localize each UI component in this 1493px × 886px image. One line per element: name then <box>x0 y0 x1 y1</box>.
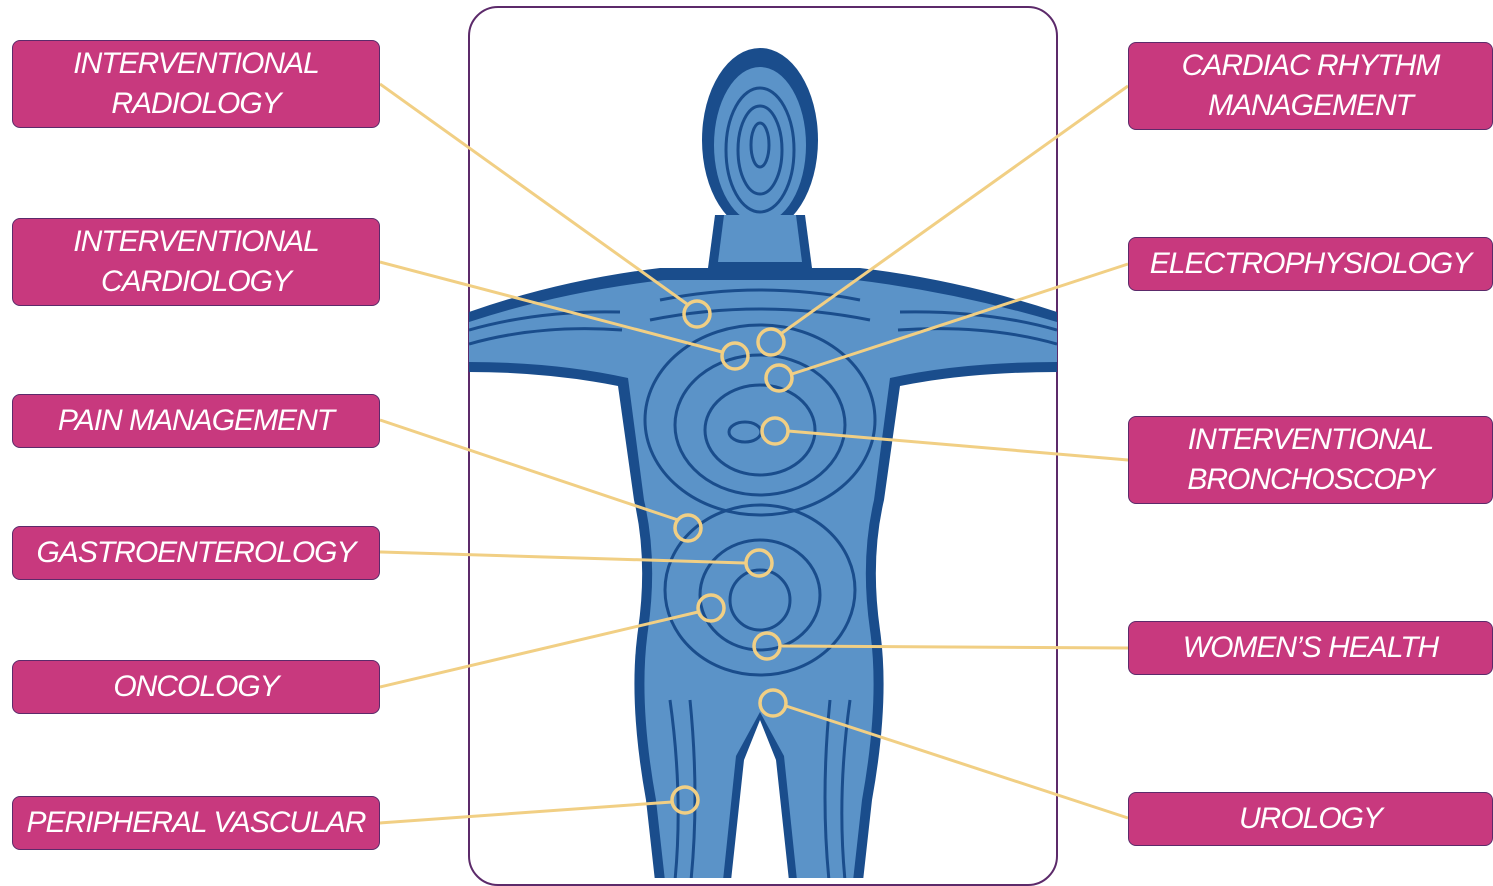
label-urology: UROLOGY <box>1128 792 1493 846</box>
label-oncology: ONCOLOGY <box>12 660 380 714</box>
label-interventional-cardiology: INTERVENTIONAL CARDIOLOGY <box>12 218 380 306</box>
label-interventional-bronchoscopy: INTERVENTIONAL BRONCHOSCOPY <box>1128 416 1493 504</box>
label-pain-management: PAIN MANAGEMENT <box>12 394 380 448</box>
human-body-figure <box>469 48 1057 878</box>
connector-peripheral-vascular <box>380 802 672 823</box>
label-peripheral-vascular: PERIPHERAL VASCULAR <box>12 796 380 850</box>
connector-interventional-radiology <box>380 84 687 304</box>
connector-womens-health <box>781 646 1128 648</box>
label-interventional-radiology: INTERVENTIONAL RADIOLOGY <box>12 40 380 128</box>
label-womens-health: WOMEN’S HEALTH <box>1128 621 1493 675</box>
label-electrophysiology: ELECTROPHYSIOLOGY <box>1128 237 1493 291</box>
label-cardiac-rhythm-management: CARDIAC RHYTHM MANAGEMENT <box>1128 42 1493 130</box>
label-gastroenterology: GASTROENTEROLOGY <box>12 526 380 580</box>
